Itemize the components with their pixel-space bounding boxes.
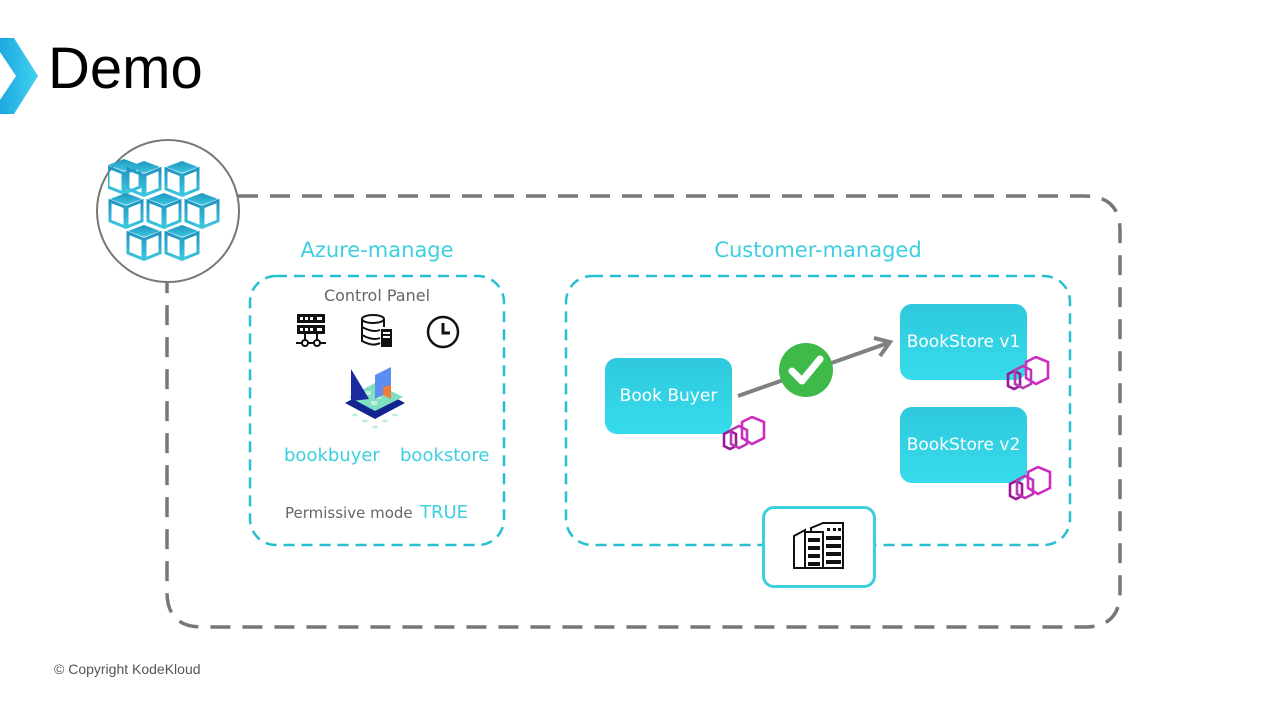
envoy-proxy-icon: [1006, 356, 1050, 391]
clock-icon: [426, 315, 460, 349]
customer-managed-heading: Customer-managed: [714, 238, 922, 262]
copyright-notice: © Copyright KodeKloud: [54, 661, 201, 677]
datacenter-servers-icon: [793, 522, 844, 569]
traffic-arrow-head: [873, 336, 894, 358]
azure-managed-boundary: [248, 274, 506, 547]
datacenter-node: [762, 506, 876, 588]
bookstore-v2-service[interactable]: BookStore v2: [900, 407, 1027, 483]
namespace-bookstore: bookstore: [400, 445, 490, 466]
check-allowed-icon: [779, 343, 833, 397]
azure-managed-heading: Azure-manage: [300, 238, 454, 262]
aks-cubes-icon: [96, 139, 240, 283]
permissive-mode-label: Permissive mode: [285, 504, 413, 522]
namespace-bookbuyer: bookbuyer: [284, 445, 380, 466]
bookstore-v1-service[interactable]: BookStore v1: [900, 304, 1027, 380]
permissive-mode-value: TRUE: [420, 502, 469, 523]
brand-chevron-icon: [0, 38, 38, 114]
book-buyer-service[interactable]: Book Buyer: [605, 358, 732, 434]
envoy-proxy-icon: [1008, 466, 1052, 501]
slide-title: Demo: [48, 36, 203, 101]
open-service-mesh-logo: [345, 367, 405, 429]
server-rack-icon: [296, 314, 326, 347]
database-server-icon: [361, 314, 392, 347]
envoy-proxy-icon: [722, 416, 766, 451]
control-panel-label: Control Panel: [323, 286, 431, 305]
